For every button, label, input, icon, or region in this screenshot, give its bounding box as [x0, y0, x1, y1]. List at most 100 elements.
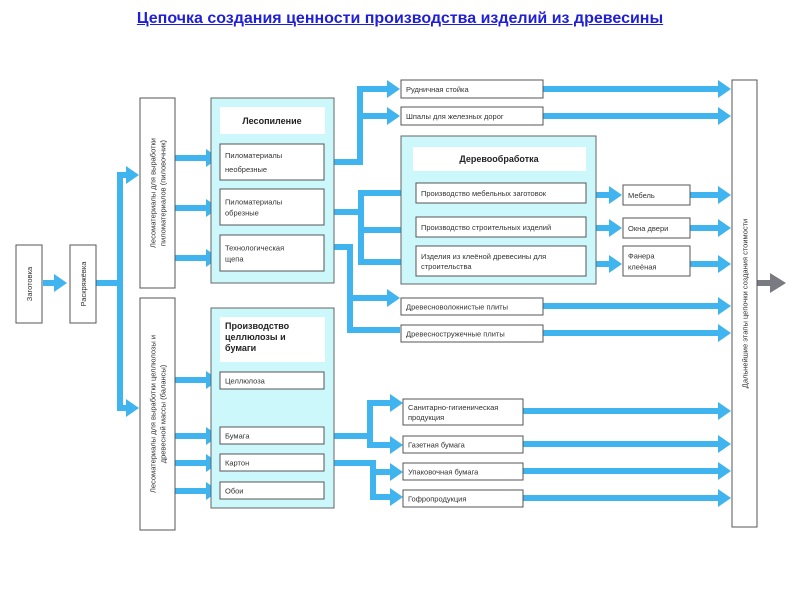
box-windows-doors-frame: [622, 217, 691, 239]
box-cellulose-frame: [219, 371, 325, 390]
box-glulam-label: Изделия из клеёной древесины для: [421, 252, 546, 261]
box-glulam[interactable]: Изделия из клеёной древесины длястроител…: [415, 245, 587, 277]
box-plywood[interactable]: Фанера клеёная: [622, 245, 691, 277]
box-tech-chips-label: Технологическая: [225, 244, 284, 253]
arrow-to-sleepers-head: [387, 107, 400, 125]
box-paper-frame: [219, 426, 325, 445]
box-mine-prop-label: Рудничная стойка: [406, 85, 469, 94]
box-unedged-lumber-frame: [219, 143, 325, 181]
box-plywood-frame: [622, 245, 691, 277]
box-corrugated-frame: [402, 489, 524, 508]
final-output-arrow-head: [770, 273, 786, 293]
box-railway-sleepers-label: Шпалы для железных дорог: [406, 112, 504, 121]
pulp-paper-title: целлюлозы и: [225, 332, 286, 342]
stage-harvest[interactable]: Заготовка: [15, 244, 43, 324]
box-glulam-frame: [415, 245, 587, 277]
arrow-to-sawlogs-head: [126, 166, 139, 184]
final-stage-label-group: Дальнейшие этапы цепочки создания стоимо…: [741, 219, 750, 389]
box-plywood-label: клеёная: [628, 263, 656, 272]
box-corrugated-label: Гофропродукция: [408, 495, 466, 504]
box-wallpaper[interactable]: Обои: [219, 481, 325, 500]
box-edged-lumber-frame: [219, 188, 325, 226]
box-packaging-paper[interactable]: Упаковочная бумага: [402, 462, 524, 481]
stage-bucking-frame: [69, 244, 97, 324]
box-edged-lumber-label: Пиломатериалы: [225, 198, 282, 207]
final-stage-label: Дальнейшие этапы цепочки создания стоимо…: [741, 219, 750, 389]
box-wallpaper-frame: [219, 481, 325, 500]
box-furniture-blanks-label: Производство мебельных заготовок: [421, 189, 547, 198]
box-furniture[interactable]: Мебель: [622, 184, 691, 206]
box-newsprint-label: Газетная бумага: [408, 441, 466, 450]
box-cardboard[interactable]: Картон: [219, 453, 325, 472]
arrow-to-final-stage-4-head: [718, 255, 731, 273]
box-newsprint[interactable]: Газетная бумага: [402, 435, 524, 454]
woodworking-title: Деревообработка: [459, 154, 539, 164]
box-cardboard-label: Картон: [225, 459, 249, 468]
arrow-to-furniture-head: [609, 186, 622, 204]
arrow-to-final-stage-0-head: [718, 80, 731, 98]
arrow-to-final-stage-7-head: [718, 402, 731, 420]
box-mine-prop-frame: [400, 79, 544, 99]
box-cellulose-label: Целлюлоза: [225, 377, 266, 386]
box-furniture-frame: [622, 184, 691, 206]
stage-pulpwood-frame: [139, 297, 176, 531]
arrow-to-newsprint-head: [390, 436, 403, 454]
box-railway-sleepers-frame: [400, 106, 544, 126]
box-corrugated[interactable]: Гофропродукция: [402, 489, 524, 508]
stage-bucking-label-group: Раскряжёвка: [79, 261, 88, 307]
stage-sawlogs-label: пиломатериалов (пиловочник): [159, 139, 168, 246]
arrow-to-final-stage-1-head: [718, 107, 731, 125]
pulp-paper-title: Производство: [225, 321, 290, 331]
woodworking-panel-header: [413, 147, 586, 171]
arrow-to-final-stage-8-head: [718, 435, 731, 453]
box-particleboard-frame: [400, 324, 544, 343]
arrow-to-mine-prop-head: [387, 80, 400, 98]
sawmilling-title: Лесопиление: [242, 116, 301, 126]
stage-pulpwood-label: Лесоматериалы для выработки целлюлозы и: [149, 335, 158, 493]
box-fiberboard[interactable]: Древесноволокнистые плиты: [400, 297, 544, 316]
box-furniture-blanks[interactable]: Производство мебельных заготовок: [415, 182, 587, 204]
box-cardboard-frame: [219, 453, 325, 472]
pulp-paper-panel-header: [220, 317, 325, 362]
arrow-to-fiberboard-head: [387, 289, 400, 307]
arrow-to-corrugated-head: [390, 488, 403, 506]
arrow-to-sanitary-head: [390, 394, 403, 412]
stage-bucking-label: Раскряжёвка: [79, 261, 88, 307]
box-building-products[interactable]: Производство строительных изделий: [415, 216, 587, 238]
conn-cardboard-trunk: [325, 460, 376, 497]
box-paper[interactable]: Бумага: [219, 426, 325, 445]
box-windows-doors-label: Окна двери: [628, 224, 668, 233]
arrow-to-windows-head: [609, 219, 622, 237]
box-furniture-label: Мебель: [628, 191, 655, 200]
box-plywood-label: Фанера: [628, 252, 655, 261]
stage-harvest-frame: [15, 244, 43, 324]
box-windows-doors[interactable]: Окна двери: [622, 217, 691, 239]
box-packaging-paper-frame: [402, 462, 524, 481]
box-fiberboard-frame: [400, 297, 544, 316]
page-title[interactable]: Цепочка создания ценности производства и…: [136, 10, 664, 27]
box-packaging-paper-label: Упаковочная бумага: [408, 468, 479, 477]
box-glulam-label: строительства: [421, 262, 472, 271]
box-sanitary-products-label: Санитарно-гигиеническая: [408, 403, 498, 412]
box-mine-prop[interactable]: Рудничная стойка: [400, 79, 544, 99]
box-sanitary-products-frame: [402, 398, 524, 426]
stage-bucking[interactable]: Раскряжёвка: [69, 244, 97, 324]
box-unedged-lumber-label: Пиломатериалы: [225, 151, 282, 160]
sawmilling-panel-header: [220, 107, 325, 134]
box-particleboard[interactable]: Древесностружечные плиты: [400, 324, 544, 343]
final-stage[interactable]: Дальнейшие этапы цепочки создания стоимо…: [731, 79, 758, 528]
stage-harvest-label-group: Заготовка: [25, 266, 34, 301]
box-building-products-label: Производство строительных изделий: [421, 223, 551, 232]
box-railway-sleepers[interactable]: Шпалы для железных дорог: [400, 106, 544, 126]
arrow-to-final-stage-2-head: [718, 186, 731, 204]
box-cellulose[interactable]: Целлюлоза: [219, 371, 325, 390]
